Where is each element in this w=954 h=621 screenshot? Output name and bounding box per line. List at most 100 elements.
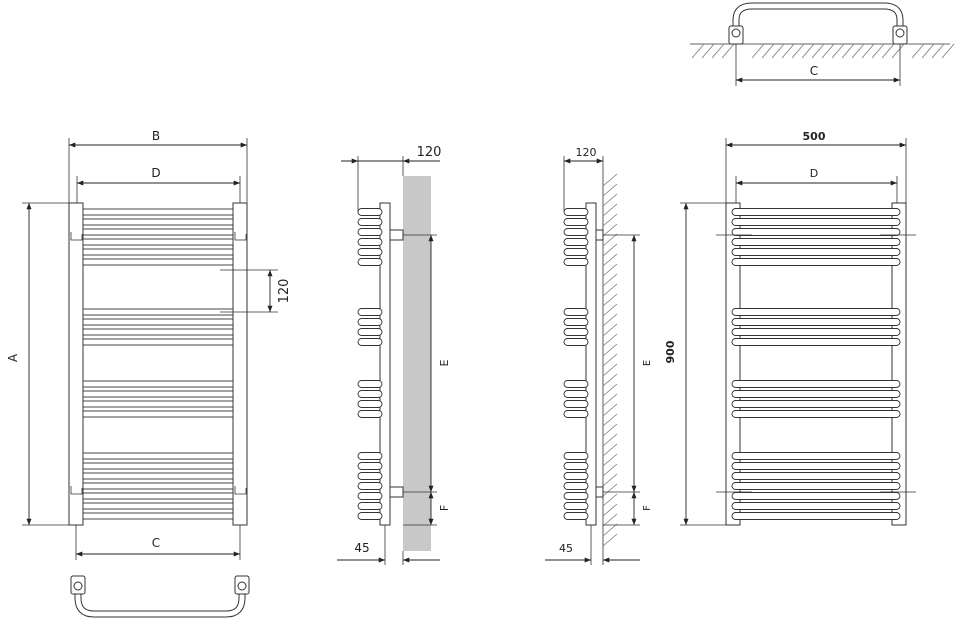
side-bar-end xyxy=(563,318,589,326)
side-bar-end xyxy=(563,462,589,470)
side-bar-end xyxy=(563,248,589,256)
side-bar-end xyxy=(357,328,383,336)
side-view-left: 120 E F 45 xyxy=(337,145,451,565)
hatch-line xyxy=(761,43,775,59)
hatch-line xyxy=(781,43,795,59)
hatch-line xyxy=(602,263,618,277)
hatch-line xyxy=(931,43,945,59)
hatch-line xyxy=(602,333,618,347)
front2-bar xyxy=(731,308,901,316)
hatch-line xyxy=(751,43,765,59)
front2-bar xyxy=(731,482,901,490)
side2-wall-hatching xyxy=(602,173,618,547)
front-bar xyxy=(82,258,234,266)
hatch-line xyxy=(881,43,895,59)
side-bar-end xyxy=(357,208,383,216)
hatch-line xyxy=(602,533,618,547)
front-label-c: C xyxy=(152,536,160,550)
front-bar xyxy=(82,512,234,520)
hatch-line xyxy=(602,223,618,237)
hatch-line xyxy=(841,43,855,59)
side2-bars xyxy=(563,208,589,520)
front2-bars xyxy=(731,208,901,520)
front2-label-d: D xyxy=(810,167,818,180)
hatch-line xyxy=(602,383,618,397)
hatch-line xyxy=(941,43,954,59)
top-view: C xyxy=(690,2,954,86)
side2-top-bracket xyxy=(595,229,604,241)
front-bar xyxy=(82,248,234,256)
side-bar-end xyxy=(357,482,383,490)
side-bar-end xyxy=(563,308,589,316)
hatch-line xyxy=(891,43,905,59)
hatch-line xyxy=(602,173,618,187)
side-bar-end xyxy=(563,258,589,266)
front2-bar xyxy=(731,238,901,246)
front-bar xyxy=(82,462,234,470)
front-bar xyxy=(82,400,234,408)
front2-bar xyxy=(731,410,901,418)
side-bar-end xyxy=(357,472,383,480)
side-bar-end xyxy=(357,452,383,460)
front2-bar xyxy=(731,400,901,408)
front-right-upright xyxy=(232,202,248,526)
front-bar xyxy=(82,208,234,216)
hatch-line xyxy=(602,213,618,227)
front-bar xyxy=(82,308,234,316)
hatch-line xyxy=(602,183,618,197)
side-bar-end xyxy=(357,218,383,226)
hatch-line xyxy=(602,443,618,457)
front-bar xyxy=(82,328,234,336)
side1-wall-panel xyxy=(403,176,431,551)
bottom-view-left-fixing xyxy=(73,581,83,591)
hatch-line xyxy=(602,523,618,537)
side-bar-end xyxy=(563,328,589,336)
hatch-line xyxy=(602,273,618,287)
hatch-line xyxy=(602,463,618,477)
hatch-line xyxy=(602,253,618,267)
hatch-line xyxy=(602,483,618,497)
hatch-line xyxy=(602,433,618,447)
hatch-line xyxy=(602,193,618,207)
side-bar-end xyxy=(563,472,589,480)
hatch-line xyxy=(602,413,618,427)
front2-bar xyxy=(731,328,901,336)
side1-label-f: F xyxy=(438,505,451,511)
hatch-line xyxy=(602,343,618,357)
side-bar-end xyxy=(357,228,383,236)
front2-label-width: 500 xyxy=(803,130,826,143)
side-bar-end xyxy=(357,318,383,326)
hatch-line xyxy=(602,423,618,437)
hatch-line xyxy=(602,493,618,507)
side2-label-bottom: 45 xyxy=(559,542,573,555)
front-view-left: B D A 120 C xyxy=(6,129,292,618)
front-view-right: 500 D 900 xyxy=(664,130,916,526)
side-bar-end xyxy=(563,390,589,398)
side-bar-end xyxy=(563,400,589,408)
front-bar xyxy=(82,492,234,500)
side2-bottom-bracket xyxy=(595,486,604,498)
side-bar-end xyxy=(563,338,589,346)
hatch-line xyxy=(771,43,785,59)
side2-label-f: F xyxy=(642,505,653,511)
front2-left-upright xyxy=(725,202,741,526)
front-bar xyxy=(82,228,234,236)
side1-label-bottom: 45 xyxy=(354,541,369,555)
front-bar xyxy=(82,318,234,326)
front2-bar xyxy=(731,380,901,388)
front-bracket-top-left xyxy=(70,232,83,241)
side-bar-end xyxy=(563,482,589,490)
front2-bar xyxy=(731,318,901,326)
front2-bar xyxy=(731,228,901,236)
hatch-line xyxy=(691,43,705,59)
top-view-left-fixing xyxy=(731,28,741,38)
front2-bar xyxy=(731,462,901,470)
hatch-line xyxy=(602,303,618,317)
front-bracket-bottom-left xyxy=(70,486,83,495)
side-bar-end xyxy=(563,208,589,216)
hatch-line xyxy=(602,473,618,487)
front-bar xyxy=(82,482,234,490)
hatch-line xyxy=(602,243,618,257)
side1-top-bracket xyxy=(389,229,404,241)
